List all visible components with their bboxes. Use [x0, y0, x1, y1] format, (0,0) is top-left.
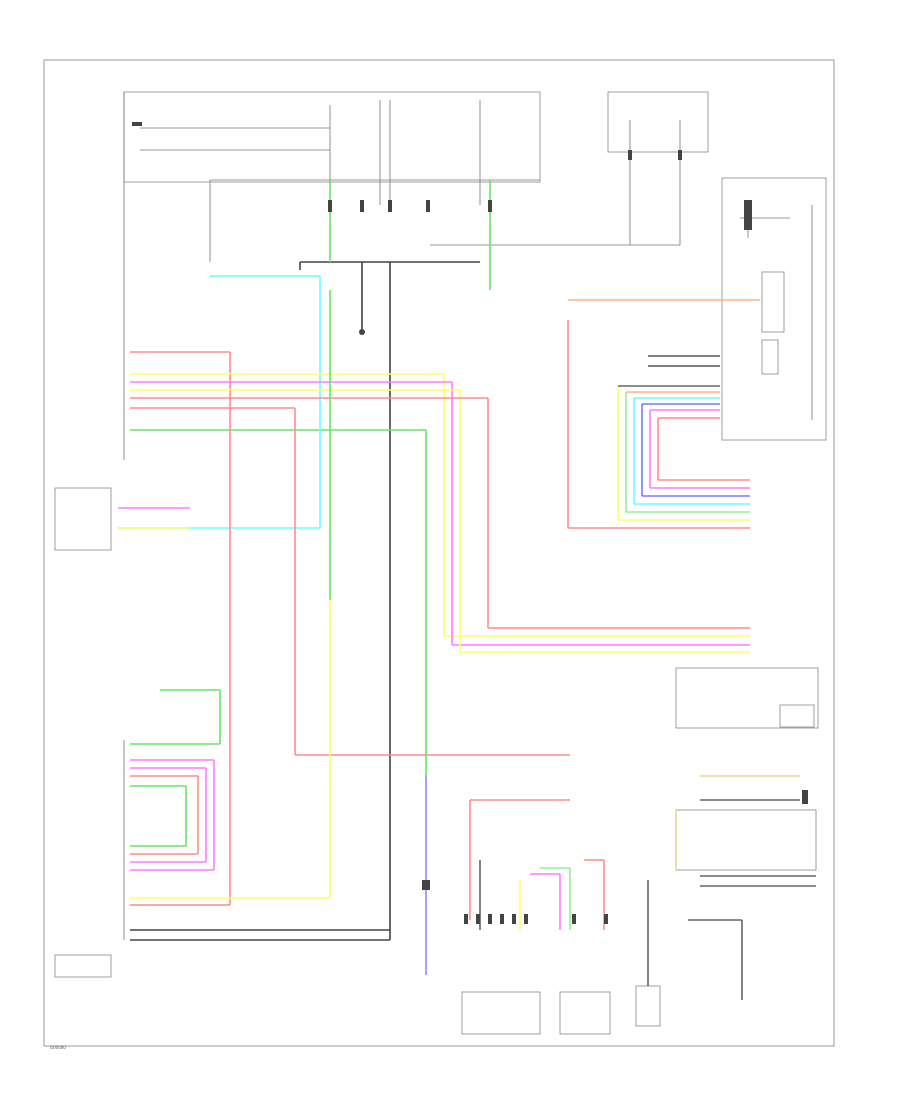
fuse-block-outline: [123, 91, 541, 183]
ground-harness: [130, 261, 480, 941]
left-modules: [54, 300, 125, 978]
connector-pins: [132, 122, 808, 924]
cyan-wire: [118, 275, 321, 529]
steering-switch-wires: [118, 507, 215, 871]
navigation-bus: [567, 299, 760, 529]
yellow-wire-left: [130, 290, 331, 899]
tuner-box-outline: [779, 704, 815, 728]
satellite-radio-outline: [675, 667, 819, 729]
lower-right-modules: [635, 667, 819, 1027]
red-wire: [130, 351, 570, 920]
hot-in-run-fuse-outline: [607, 91, 709, 153]
fuse-block-group: [123, 91, 709, 300]
radio-receiver-outline: [54, 954, 112, 978]
pink-yellow-bus: [130, 373, 750, 653]
display-module-outline: [761, 271, 785, 333]
green-wire: [130, 180, 491, 847]
footer-code: G00000: [50, 1045, 66, 1050]
bottom-connector-cluster: [461, 859, 611, 1035]
ground-point-outline: [635, 985, 661, 1027]
speaker-outline: [559, 991, 611, 1035]
navigation-unit-outline: [721, 177, 827, 441]
diagram-border: [43, 59, 835, 1047]
display-sub-module-outline: [761, 339, 779, 375]
amplifier-outline: [461, 991, 541, 1035]
steering-switch-outline: [54, 487, 112, 551]
usb-adapter-outline: [675, 809, 817, 871]
